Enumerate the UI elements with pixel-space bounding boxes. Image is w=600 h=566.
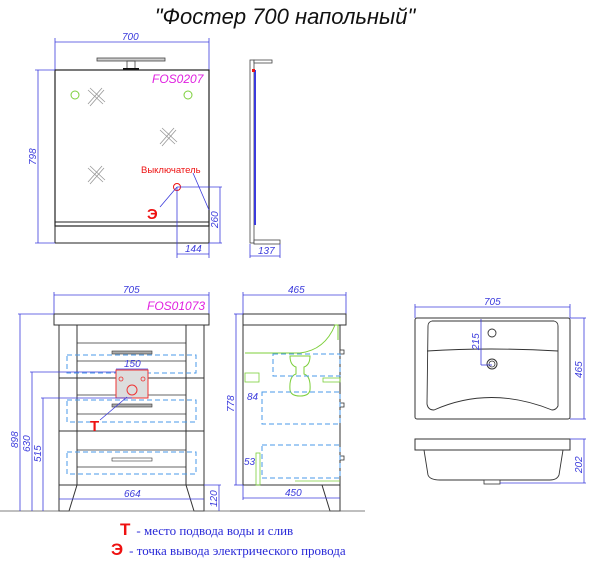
sink-width-dim: 705 bbox=[484, 297, 501, 308]
switch-label: Выключатель bbox=[141, 165, 201, 176]
total-height-dim: 898 bbox=[10, 431, 21, 448]
water-marker: Т bbox=[90, 418, 99, 435]
mirror-depth-dim: 137 bbox=[258, 246, 275, 257]
sink-top-view: 705 215 465 bbox=[414, 297, 586, 420]
side-height-dim: 778 bbox=[226, 395, 237, 412]
sparkle-icon bbox=[87, 87, 178, 185]
sink-side-view: 202 bbox=[414, 438, 586, 485]
drain-icon bbox=[486, 358, 498, 370]
base-width-dim: 664 bbox=[124, 489, 141, 500]
offset-53-dim: 53 bbox=[244, 457, 256, 468]
electric-marker: Э bbox=[147, 206, 158, 223]
legend-text: - точка вывода электрического провода bbox=[129, 543, 346, 558]
mirror-side-view: 137 bbox=[249, 59, 281, 258]
drain-offset-dim: 215 bbox=[471, 333, 482, 351]
mirror-width-dim: 700 bbox=[122, 32, 139, 43]
side-depth-dim: 465 bbox=[288, 285, 305, 296]
mirror-front-view: 700 FOS0207 798 Выключатель bbox=[28, 32, 222, 258]
legend-item-water: Т - место подвода воды и слив bbox=[120, 520, 293, 540]
mirror-height-dim: 798 bbox=[28, 148, 39, 165]
vanity-code: FOS01073 bbox=[147, 299, 205, 313]
legend-item-electric: Э - точка вывода электрического провода bbox=[111, 540, 346, 560]
legend-text: - место подвода воды и слив bbox=[136, 523, 294, 538]
vanity-width-dim: 705 bbox=[123, 285, 140, 296]
faucet-hole-icon bbox=[487, 328, 497, 338]
base-depth-dim: 450 bbox=[285, 488, 302, 499]
plate-width-dim: 150 bbox=[124, 359, 141, 370]
siphon-icon bbox=[289, 355, 311, 397]
vanity-front-view: 705 FOS01073 150 Т bbox=[0, 285, 290, 512]
height-515-dim: 515 bbox=[33, 445, 44, 462]
lamp-icon bbox=[96, 57, 166, 62]
mirror-code: FOS0207 bbox=[152, 72, 205, 86]
sink-depth-dim: 465 bbox=[574, 361, 585, 378]
water-marker-icon: Т bbox=[120, 520, 131, 539]
offset-84-dim: 84 bbox=[247, 392, 259, 403]
connection-plate bbox=[115, 369, 149, 399]
electric-marker-icon: Э bbox=[111, 540, 124, 559]
switch-height-dim: 260 bbox=[210, 211, 221, 229]
height-630-dim: 630 bbox=[22, 435, 33, 452]
sink-height-dim: 202 bbox=[574, 456, 585, 474]
drawer-handle-icon bbox=[111, 457, 153, 462]
switch-offset-dim: 144 bbox=[185, 244, 202, 255]
vanity-side-view: 465 84 53 778 450 bbox=[226, 285, 365, 512]
drawer-handle-icon bbox=[111, 350, 153, 355]
page-title: "Фостер 700 напольный" bbox=[154, 4, 416, 29]
drawer-handle-icon bbox=[111, 403, 153, 408]
leg-height-dim: 120 bbox=[209, 490, 220, 507]
